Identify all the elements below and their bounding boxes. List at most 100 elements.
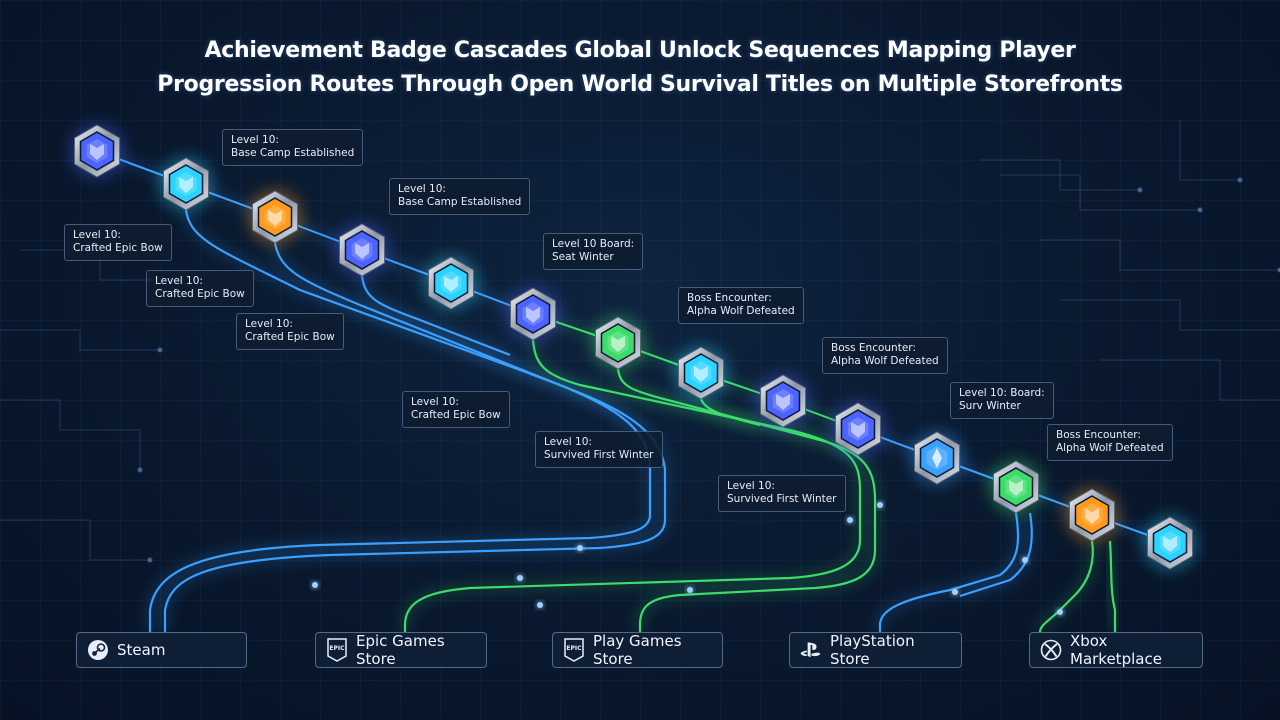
shield-icon: [179, 177, 193, 193]
store-route: [699, 398, 761, 427]
steam-icon: [87, 639, 109, 661]
achievement-badge[interactable]: [590, 315, 646, 371]
route-node: [1057, 609, 1063, 615]
achievement-label: Level 10: Survived First Winter: [535, 431, 663, 468]
label-text: Surv Winter: [959, 400, 1021, 412]
label-title: Boss Encounter:: [1056, 429, 1141, 441]
achievement-label: Level 10: Crafted Epic Bow: [236, 313, 344, 350]
page-title: Achievement Badge Cascades Global Unlock…: [0, 34, 1280, 102]
store-playstation-button[interactable]: PlayStation Store: [789, 632, 962, 668]
route-node: [687, 587, 693, 593]
store-steam-button[interactable]: Steam: [76, 632, 247, 668]
route-node: [517, 575, 523, 581]
achievement-label: Level 10: Base Camp Established: [222, 129, 364, 166]
store-label: PlayStation Store: [830, 632, 915, 668]
label-title: Level 10:: [544, 436, 592, 448]
store-route: [403, 339, 862, 632]
achievement-badge[interactable]: [830, 401, 886, 457]
achievement-badge[interactable]: [1142, 515, 1198, 571]
achievement-badge[interactable]: [909, 430, 965, 486]
store-play-games-button[interactable]: EPIC Play Games Store: [552, 632, 723, 668]
epic-icon: EPIC: [563, 638, 585, 662]
achievement-badge[interactable]: [69, 123, 125, 179]
store-label: Xbox Marketplace: [1070, 632, 1162, 668]
achievement-label: Boss Encounter: Alpha Wolf Defeated: [822, 337, 948, 374]
route-node: [847, 517, 853, 523]
achievement-badge[interactable]: [158, 156, 214, 212]
achievement-badge[interactable]: [247, 189, 303, 245]
store-route: [163, 209, 667, 632]
store-route: [616, 368, 877, 632]
shield-icon: [1085, 508, 1099, 524]
store-route: [878, 512, 1020, 632]
shield-icon: [355, 243, 369, 259]
shield-icon: [268, 210, 282, 226]
achievement-badge[interactable]: [755, 373, 811, 429]
label-title: Boss Encounter:: [831, 342, 916, 354]
shield-icon: [851, 422, 865, 438]
shield-icon: [1163, 536, 1177, 552]
shield-icon: [611, 336, 625, 352]
route-node: [537, 602, 543, 608]
route-node: [577, 545, 583, 551]
title-line-1: Achievement Badge Cascades Global Unlock…: [204, 38, 1076, 63]
label-text: Survived First Winter: [727, 493, 837, 505]
label-title: Level 10:: [411, 396, 459, 408]
achievement-label: Level 10: Base Camp Established: [389, 178, 531, 215]
label-text: Alpha Wolf Defeated: [831, 355, 939, 367]
label-text: Crafted Epic Bow: [411, 409, 501, 421]
epic-icon: EPIC: [326, 638, 348, 662]
store-route: [1038, 540, 1094, 633]
store-route: [148, 242, 652, 632]
achievement-label: Level 10 Board: Seat Winter: [543, 233, 644, 270]
playstation-icon: [800, 639, 822, 661]
label-text: Crafted Epic Bow: [73, 242, 163, 254]
label-title: Boss Encounter:: [687, 292, 772, 304]
label-text: Seat Winter: [552, 251, 614, 263]
achievement-label: Boss Encounter: Alpha Wolf Defeated: [678, 287, 804, 324]
label-text: Alpha Wolf Defeated: [1056, 442, 1164, 454]
achievement-label: Boss Encounter: Alpha Wolf Defeated: [1047, 424, 1173, 461]
route-glow: [1037, 540, 1096, 633]
store-route: [360, 275, 511, 357]
route-node: [312, 582, 318, 588]
label-title: Level 10:: [231, 134, 279, 146]
achievement-badge[interactable]: [423, 255, 479, 311]
achievement-label: Level 10: Crafted Epic Bow: [402, 391, 510, 428]
shield-icon: [526, 307, 540, 323]
achievement-label: Level 10: Board: Surv Winter: [950, 382, 1054, 419]
label-text: Crafted Epic Bow: [245, 331, 335, 343]
achievement-badge[interactable]: [505, 286, 561, 342]
achievement-label: Level 10: Crafted Epic Bow: [64, 224, 172, 261]
route-glow: [877, 512, 1022, 632]
label-title: Level 10:: [727, 480, 775, 492]
shield-icon: [1009, 480, 1023, 496]
label-title: Level 10: Board:: [959, 387, 1045, 399]
achievement-badge[interactable]: [673, 345, 729, 401]
svg-text:EPIC: EPIC: [329, 645, 345, 652]
shield-icon: [90, 144, 104, 160]
shield-icon: [776, 394, 790, 410]
store-xbox-button[interactable]: Xbox Marketplace: [1029, 632, 1203, 668]
store-label: Epic Games Store: [356, 632, 445, 668]
xbox-icon: [1040, 639, 1062, 661]
svg-text:EPIC: EPIC: [566, 645, 582, 652]
label-text: Base Camp Established: [231, 147, 355, 159]
store-epic-games-button[interactable]: EPIC Epic Games Store: [315, 632, 487, 668]
shield-icon: [444, 276, 458, 292]
achievement-badge[interactable]: [988, 459, 1044, 515]
label-title: Level 10:: [73, 229, 121, 241]
achievement-label: Level 10: Crafted Epic Bow: [146, 270, 254, 307]
route-glow: [698, 397, 761, 428]
label-title: Level 10:: [155, 275, 203, 287]
label-text: Crafted Epic Bow: [155, 288, 245, 300]
route-node: [952, 589, 958, 595]
circuit-decor: [0, 120, 1280, 561]
title-line-2: Progression Routes Through Open World Su…: [157, 72, 1123, 97]
route-node: [877, 502, 883, 508]
store-label: Steam: [117, 641, 166, 659]
achievement-badge[interactable]: [1064, 487, 1120, 543]
label-title: Level 10 Board:: [552, 238, 635, 250]
achievement-badge[interactable]: [334, 222, 390, 278]
